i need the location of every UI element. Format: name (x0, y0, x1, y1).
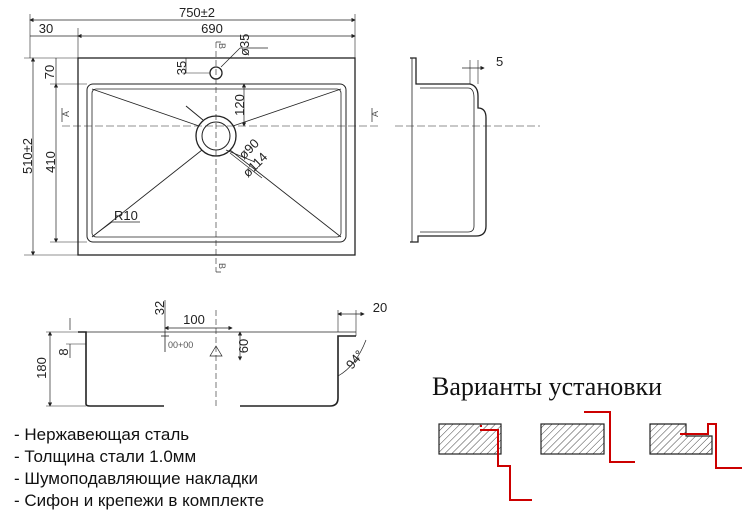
install-option-top (438, 423, 532, 501)
feature-item: - Сифон и крепежи в комплекте (14, 491, 264, 510)
installation-title: Варианты установки (432, 372, 662, 401)
dim-tap-height: 32 (152, 301, 167, 315)
dim-top-margin: 70 (42, 65, 57, 79)
section-a-right: A (370, 111, 380, 117)
dim-flange: 20 (373, 300, 387, 315)
dim-depth: 180 (34, 357, 49, 379)
dim-overall-width: 750±2 (179, 5, 215, 20)
feature-item: - Толщина стали 1.0мм (14, 447, 196, 466)
dim-inner-height: 410 (43, 151, 58, 173)
dim-drain-offset: 120 (232, 94, 247, 116)
section-b-top: B (217, 43, 227, 49)
feature-item: - Нержавеющая сталь (14, 425, 189, 444)
section-view (46, 300, 367, 407)
overflow-label: 00+00 (168, 340, 193, 350)
dim-tap-offset: 35 (174, 61, 189, 75)
dim-rim: 5 (496, 54, 503, 69)
section-b-bottom: B (217, 263, 227, 269)
dim-inner-width: 690 (201, 21, 223, 36)
feature-item: - Шумоподавляющие накладки (14, 469, 258, 488)
install-option-flush (540, 411, 635, 463)
dim-tap-diameter: ø35 (237, 34, 252, 56)
install-option-under (649, 423, 742, 469)
dim-left-margin: 30 (39, 21, 53, 36)
sink-outline (77, 57, 356, 256)
side-view (395, 57, 540, 243)
dim-rim-thickness: 8 (56, 348, 71, 355)
section-a-left: A (61, 111, 71, 117)
sink-bowl (86, 83, 347, 243)
dim-angle: 94° (343, 347, 367, 372)
top-view (24, 14, 380, 273)
dim-step: 100 (183, 312, 205, 327)
dim-corner-radius: R10 (114, 208, 138, 223)
dim-drain-depth: 60 (236, 339, 251, 353)
dim-overall-height: 510±2 (20, 138, 35, 174)
